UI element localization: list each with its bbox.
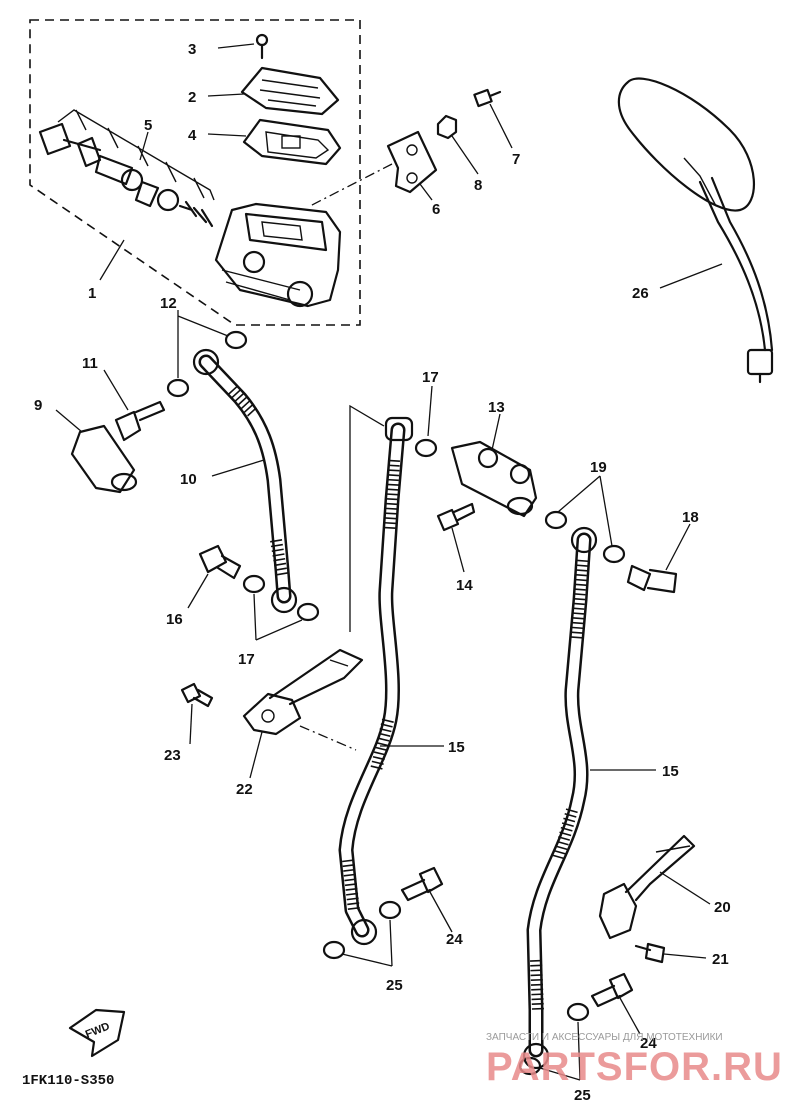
part-11-union-bolt xyxy=(114,400,166,442)
part-7-bolt xyxy=(473,88,502,108)
part-19-washer-b xyxy=(602,544,626,564)
callout-19: 19 xyxy=(590,459,607,476)
part-9-boot xyxy=(70,424,138,494)
callout-12: 12 xyxy=(160,295,177,312)
callout-11: 11 xyxy=(82,355,98,372)
callout-17b: 17 xyxy=(422,369,439,386)
watermark-brand: PARTSFOR.RU xyxy=(486,1045,783,1089)
callout-15b: 15 xyxy=(662,763,679,780)
callout-16: 16 xyxy=(166,611,183,628)
callout-15a: 15 xyxy=(448,739,465,756)
callout-4: 4 xyxy=(188,127,197,144)
part-20-holder xyxy=(598,834,696,940)
callout-24b: 24 xyxy=(640,1035,657,1052)
callout-18: 18 xyxy=(682,509,699,526)
part-24-union-bolt-left xyxy=(400,866,444,902)
part-18-union-bolt xyxy=(626,564,678,594)
part-17-washer-c xyxy=(414,438,438,458)
callout-25a: 25 xyxy=(386,977,403,994)
part-2-reservoir-cap xyxy=(240,66,340,116)
callout-22: 22 xyxy=(236,781,253,798)
part-19-washer-a xyxy=(544,510,568,530)
part-15-brake-hose-left xyxy=(338,416,414,946)
callout-7: 7 xyxy=(512,151,520,168)
part-26-mirror xyxy=(617,77,774,384)
part-21-screw xyxy=(634,942,666,964)
callout-13: 13 xyxy=(488,399,505,416)
part-22-hose-holder xyxy=(242,648,364,736)
callout-9: 9 xyxy=(34,397,42,414)
part-16-union-bolt xyxy=(198,544,242,580)
leader-lines xyxy=(55,43,723,1081)
callout-21: 21 xyxy=(712,951,729,968)
callout-8: 8 xyxy=(474,177,482,194)
callout-20: 20 xyxy=(714,899,731,916)
callout-17a: 17 xyxy=(238,651,255,668)
part-5-piston-kit xyxy=(38,109,215,228)
assembly-boundary xyxy=(29,19,361,326)
callout-1: 1 xyxy=(88,285,96,302)
part-13-joint xyxy=(450,440,538,518)
callout-10: 10 xyxy=(180,471,197,488)
part-10-brake-hose xyxy=(192,348,298,614)
part-6-clamp xyxy=(386,130,438,194)
callout-6: 6 xyxy=(432,201,440,218)
callout-24a: 24 xyxy=(446,931,463,948)
fwd-arrow-icon: FWD xyxy=(68,1008,126,1058)
part-25-washer-a xyxy=(378,900,402,920)
fwd-label: FWD xyxy=(84,1020,112,1041)
callout-25b: 25 xyxy=(574,1087,591,1104)
callout-2: 2 xyxy=(188,89,196,106)
diagram-code: 1FK110-S350 xyxy=(22,1073,114,1089)
holder-to-hose-line xyxy=(299,725,357,751)
part-17-washer-b xyxy=(296,602,320,622)
callout-23: 23 xyxy=(164,747,181,764)
part-12-washer-lower xyxy=(166,378,190,398)
watermark-tagline: ЗАПЧАСТИ И АКСЕССУАРЫ ДЛЯ МОТОТЕХНИКИ xyxy=(486,1032,723,1043)
master-cylinder-body xyxy=(214,202,342,308)
part-25-washer-c xyxy=(566,1002,590,1022)
part-4-diaphragm xyxy=(242,118,342,166)
part-25-washer-d xyxy=(518,1056,542,1076)
part-25-washer-b xyxy=(322,940,346,960)
part-24-union-bolt-right xyxy=(590,972,634,1008)
callout-14: 14 xyxy=(456,577,473,594)
part-14-bolt xyxy=(436,502,476,532)
callout-numbers: 1 2 3 4 5 6 7 8 9 10 11 12 13 14 15 15 1… xyxy=(34,41,731,1104)
part-8-nut xyxy=(436,114,458,140)
callout-3: 3 xyxy=(188,41,196,58)
part-12-washer-upper xyxy=(224,330,248,350)
callout-5: 5 xyxy=(144,117,152,134)
part-3-screw xyxy=(255,33,269,60)
clamp-to-body-line xyxy=(309,163,393,207)
part-15-brake-hose-right xyxy=(522,526,598,1070)
part-17-washer-a xyxy=(242,574,266,594)
part-23-bolt xyxy=(180,682,214,708)
callout-26: 26 xyxy=(632,285,649,302)
